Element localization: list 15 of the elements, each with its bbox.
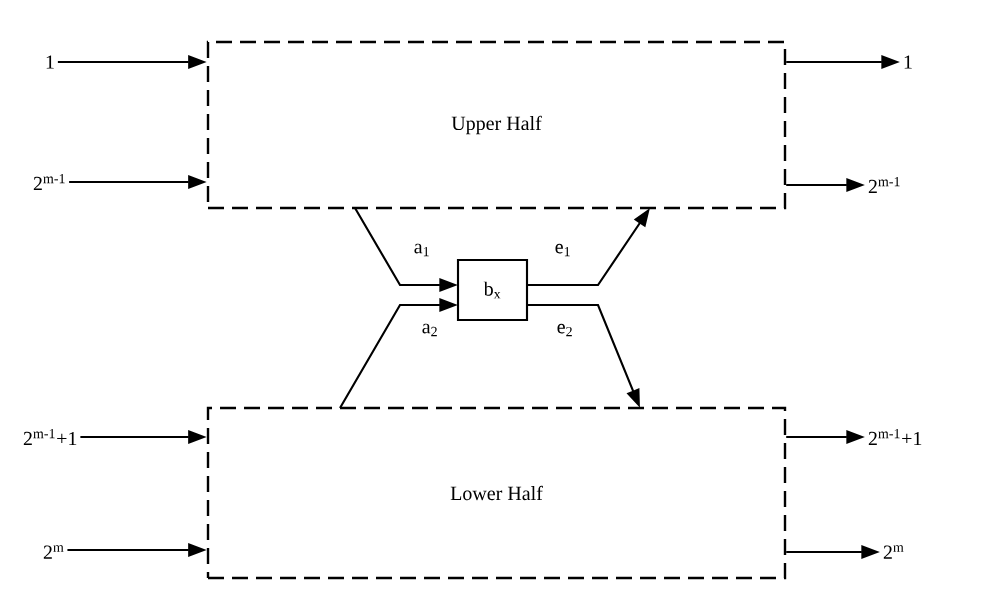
edge-label: a$_{2}$ (422, 323, 437, 337)
port-number: 2$^{m}$ (43, 545, 64, 559)
port-number: 2$^{m-1}$+1 (868, 428, 922, 446)
switch-box: b$_{x}$ (456, 258, 529, 322)
dashed-box: Upper Half (206, 40, 787, 210)
port-number: 2$^{m-1}$ (868, 176, 900, 194)
dashed-box: Lower Half (206, 406, 787, 580)
port-number: 2$^{m-1}$+1 (23, 428, 77, 446)
port-number: 1 (904, 55, 912, 69)
port-number: 2$^{m-1}$ (33, 173, 65, 191)
port-number: 1 (46, 55, 54, 69)
edge-label: a$_{1}$ (414, 243, 429, 257)
port-number: 2$^{m}$ (883, 545, 904, 559)
edge-label: e$_{1}$ (555, 243, 570, 257)
edge-label: e$_{2}$ (557, 323, 572, 337)
